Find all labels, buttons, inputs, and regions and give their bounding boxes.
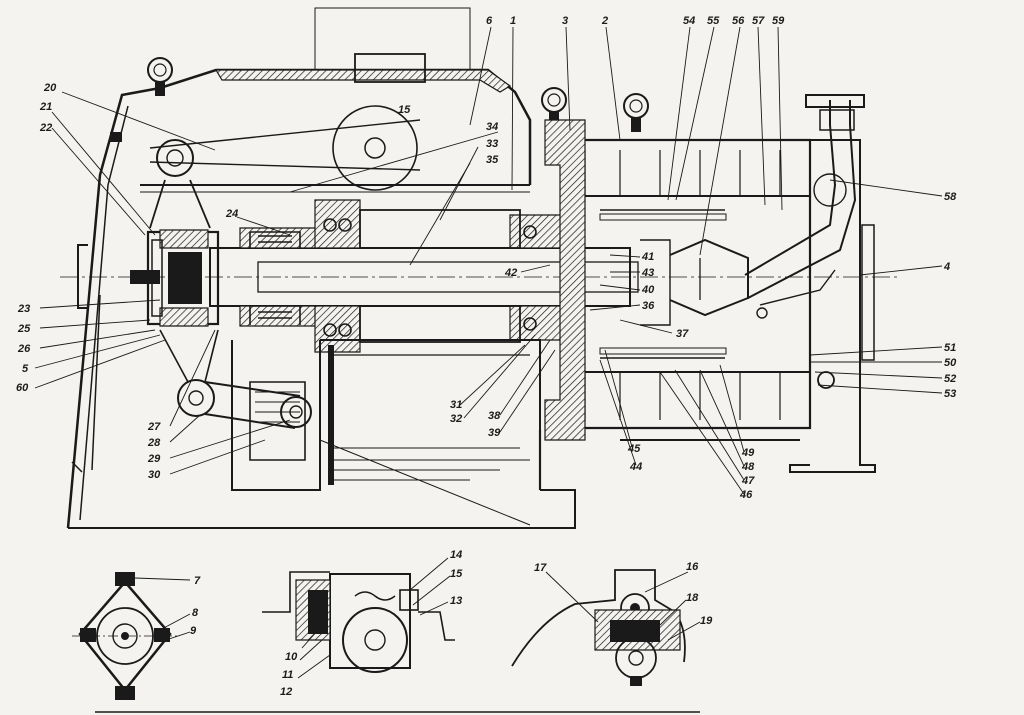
callout-label: 13 bbox=[450, 595, 462, 607]
callout-label: 18 bbox=[686, 592, 699, 604]
v-belt-pulley bbox=[249, 231, 306, 461]
callout-label: 27 bbox=[147, 421, 161, 433]
callout-label: 32 bbox=[450, 413, 462, 425]
detail-view-bearing-cap: 17 16 18 19 bbox=[511, 561, 713, 686]
callout-label: 47 bbox=[741, 475, 755, 487]
callout-label: 44 bbox=[629, 461, 642, 473]
callout-label: 21 bbox=[39, 101, 52, 113]
callout-label: 40 bbox=[641, 284, 655, 296]
callout-label: 52 bbox=[944, 373, 956, 385]
callout-label: 51 bbox=[944, 342, 956, 354]
callout-label: 31 bbox=[450, 399, 462, 411]
detail-view-flange: 7 8 9 bbox=[72, 572, 201, 700]
callout-label: 11 bbox=[282, 669, 293, 681]
callout-label: 54 bbox=[683, 15, 695, 27]
callout-label: 55 bbox=[707, 15, 720, 27]
callout-label: 5 bbox=[22, 363, 29, 375]
callout-label: 34 bbox=[486, 121, 498, 133]
callout-label: 50 bbox=[944, 357, 957, 369]
callout-label: 43 bbox=[641, 267, 654, 279]
callout-label: 36 bbox=[642, 300, 655, 312]
callout-label: 28 bbox=[147, 437, 161, 449]
callout-label: 17 bbox=[534, 562, 547, 574]
leader-lines bbox=[34, 26, 943, 495]
eye-bolt bbox=[541, 87, 567, 124]
callout-label: 59 bbox=[772, 15, 785, 27]
callout-label: 49 bbox=[741, 447, 755, 459]
callout-label: 29 bbox=[147, 453, 161, 465]
separator-drum bbox=[544, 119, 812, 441]
callout-label: 38 bbox=[488, 410, 501, 422]
eye-bolt bbox=[147, 57, 173, 96]
callout-label: 42 bbox=[504, 267, 517, 279]
callout-label: 37 bbox=[676, 328, 689, 340]
callout-label: 6 bbox=[486, 15, 493, 27]
callout-label: 20 bbox=[43, 82, 57, 94]
callout-label: 35 bbox=[486, 154, 499, 166]
callout-label: 53 bbox=[944, 388, 956, 400]
callout-label: 15 bbox=[450, 568, 463, 580]
callout-label: 33 bbox=[486, 138, 498, 150]
callout-label: 41 bbox=[641, 251, 654, 263]
callout-label: 39 bbox=[488, 427, 501, 439]
callout-label: 25 bbox=[17, 323, 31, 335]
detail-view-worm-drive: 14 15 13 10 11 12 bbox=[262, 549, 463, 698]
main-section-view: 6 1 3 2 54 55 56 57 59 20 21 22 15 34 33… bbox=[16, 7, 957, 529]
callout-label: 56 bbox=[732, 15, 745, 27]
callout-label: 15 bbox=[398, 104, 411, 116]
callout-label: 23 bbox=[17, 303, 30, 315]
callout-label: 1 bbox=[510, 15, 516, 27]
callout-label: 9 bbox=[190, 625, 197, 637]
callout-label: 3 bbox=[562, 15, 568, 27]
eye-bolt bbox=[623, 93, 649, 132]
callout-label: 16 bbox=[686, 561, 699, 573]
callout-label: 10 bbox=[285, 651, 298, 663]
callout-label: 22 bbox=[39, 122, 52, 134]
callout-label: 7 bbox=[194, 575, 201, 587]
callout-label: 48 bbox=[741, 461, 755, 473]
callout-label: 19 bbox=[700, 615, 713, 627]
callout-label: 58 bbox=[944, 191, 957, 203]
callout-label: 60 bbox=[16, 382, 29, 394]
callout-label: 2 bbox=[601, 15, 608, 27]
callout-label: 8 bbox=[192, 607, 199, 619]
callout-label: 26 bbox=[17, 343, 31, 355]
ball-bearing bbox=[323, 218, 537, 337]
main-callouts: 6 1 3 2 54 55 56 57 59 20 21 22 15 34 33… bbox=[16, 15, 957, 501]
callout-label: 24 bbox=[225, 208, 238, 220]
callout-label: 45 bbox=[627, 443, 641, 455]
callout-label: 4 bbox=[943, 261, 950, 273]
worm-wheel bbox=[332, 105, 418, 191]
callout-label: 46 bbox=[739, 489, 753, 501]
callout-label: 12 bbox=[280, 686, 292, 698]
callout-label: 14 bbox=[450, 549, 462, 561]
left-coupling bbox=[130, 179, 220, 327]
callout-label: 57 bbox=[752, 15, 765, 27]
callout-label: 30 bbox=[148, 469, 161, 481]
